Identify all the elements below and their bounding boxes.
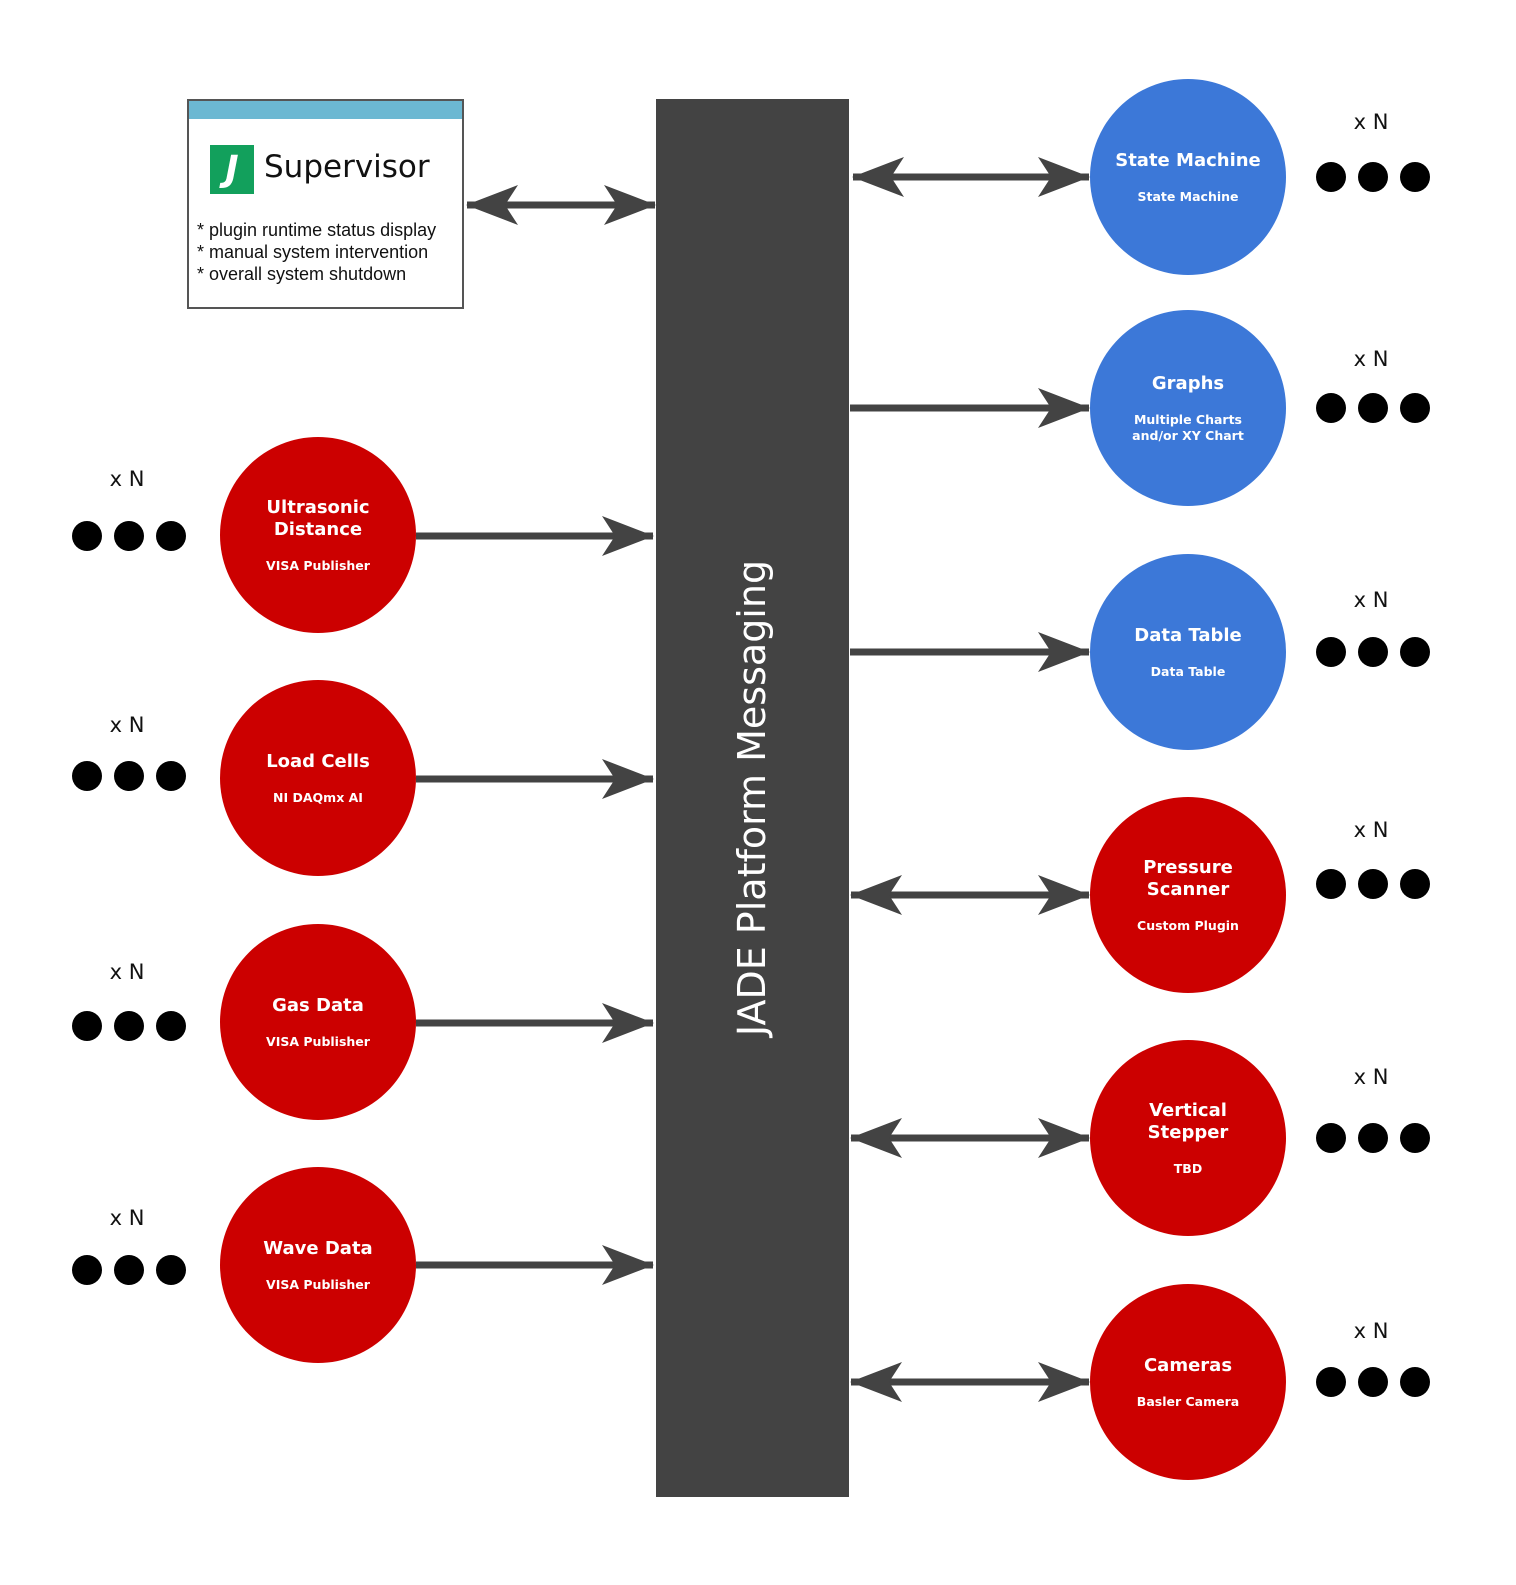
supervisor-title-bar bbox=[189, 101, 462, 119]
ellipsis-dots-icon bbox=[1316, 1123, 1430, 1153]
node-name: Graphs bbox=[1151, 372, 1225, 394]
supervisor-feature: overall system shutdown bbox=[197, 263, 436, 285]
node-name: Load Cells bbox=[266, 750, 370, 772]
node-vertical-stepper: Vertical Stepper TBD bbox=[1090, 1040, 1286, 1236]
bus-label: JADE Platform Messaging bbox=[730, 559, 774, 1037]
node-name: Ultrasonic Distance bbox=[266, 496, 370, 540]
ellipsis-dots-icon bbox=[1316, 162, 1430, 192]
node-plugin: Multiple Charts and/or XY Chart bbox=[1132, 411, 1244, 443]
ellipsis-dots-icon bbox=[72, 521, 186, 551]
node-pressure-scanner: Pressure Scanner Custom Plugin bbox=[1090, 797, 1286, 993]
node-plugin: VISA Publisher bbox=[266, 1276, 370, 1292]
supervisor-feature-list: plugin runtime status display manual sys… bbox=[197, 219, 436, 285]
node-name: Vertical Stepper bbox=[1147, 1099, 1229, 1143]
multiplier-label: x N bbox=[109, 713, 145, 737]
multiplier-label: x N bbox=[1353, 818, 1389, 842]
multiplier-label: x N bbox=[1353, 588, 1389, 612]
supervisor-window: J Supervisor plugin runtime status displ… bbox=[187, 99, 464, 309]
node-plugin: VISA Publisher bbox=[266, 557, 370, 573]
node-state-machine: State Machine State Machine bbox=[1090, 79, 1286, 275]
multiplier-label: x N bbox=[1353, 347, 1389, 371]
supervisor-feature: manual system intervention bbox=[197, 241, 436, 263]
multiplier-label: x N bbox=[109, 960, 145, 984]
multiplier-label: x N bbox=[109, 1206, 145, 1230]
node-gas-data: Gas Data VISA Publisher bbox=[220, 924, 416, 1120]
node-plugin: Data Table bbox=[1150, 663, 1226, 679]
ellipsis-dots-icon bbox=[72, 761, 186, 791]
multiplier-label: x N bbox=[1353, 1065, 1389, 1089]
multiplier-label: x N bbox=[109, 467, 145, 491]
ellipsis-dots-icon bbox=[1316, 1367, 1430, 1397]
node-plugin: VISA Publisher bbox=[266, 1033, 370, 1049]
supervisor-title: Supervisor bbox=[264, 149, 430, 185]
multiplier-label: x N bbox=[1353, 110, 1389, 134]
node-data-table: Data Table Data Table bbox=[1090, 554, 1286, 750]
node-graphs: Graphs Multiple Charts and/or XY Chart bbox=[1090, 310, 1286, 506]
node-ultrasonic-distance: Ultrasonic Distance VISA Publisher bbox=[220, 437, 416, 633]
ellipsis-dots-icon bbox=[1316, 869, 1430, 899]
node-wave-data: Wave Data VISA Publisher bbox=[220, 1167, 416, 1363]
node-name: Wave Data bbox=[263, 1237, 373, 1259]
node-plugin: Custom Plugin bbox=[1137, 917, 1239, 933]
node-name: Gas Data bbox=[272, 994, 364, 1016]
multiplier-label: x N bbox=[1353, 1319, 1389, 1343]
ellipsis-dots-icon bbox=[1316, 393, 1430, 423]
node-load-cells: Load Cells NI DAQmx AI bbox=[220, 680, 416, 876]
ellipsis-dots-icon bbox=[72, 1255, 186, 1285]
supervisor-feature: plugin runtime status display bbox=[197, 219, 436, 241]
node-name: Data Table bbox=[1134, 624, 1242, 646]
node-plugin: TBD bbox=[1173, 1160, 1203, 1176]
ellipsis-dots-icon bbox=[72, 1011, 186, 1041]
node-name: Pressure Scanner bbox=[1143, 856, 1233, 900]
node-plugin: Basler Camera bbox=[1136, 1393, 1240, 1409]
node-plugin: NI DAQmx AI bbox=[273, 789, 363, 805]
node-plugin: State Machine bbox=[1137, 188, 1239, 204]
node-cameras: Cameras Basler Camera bbox=[1090, 1284, 1286, 1480]
node-name: State Machine bbox=[1115, 149, 1261, 171]
ellipsis-dots-icon bbox=[1316, 637, 1430, 667]
node-name: Cameras bbox=[1143, 1354, 1233, 1376]
messaging-bus bbox=[656, 99, 849, 1497]
jade-logo-icon: J bbox=[210, 145, 254, 194]
